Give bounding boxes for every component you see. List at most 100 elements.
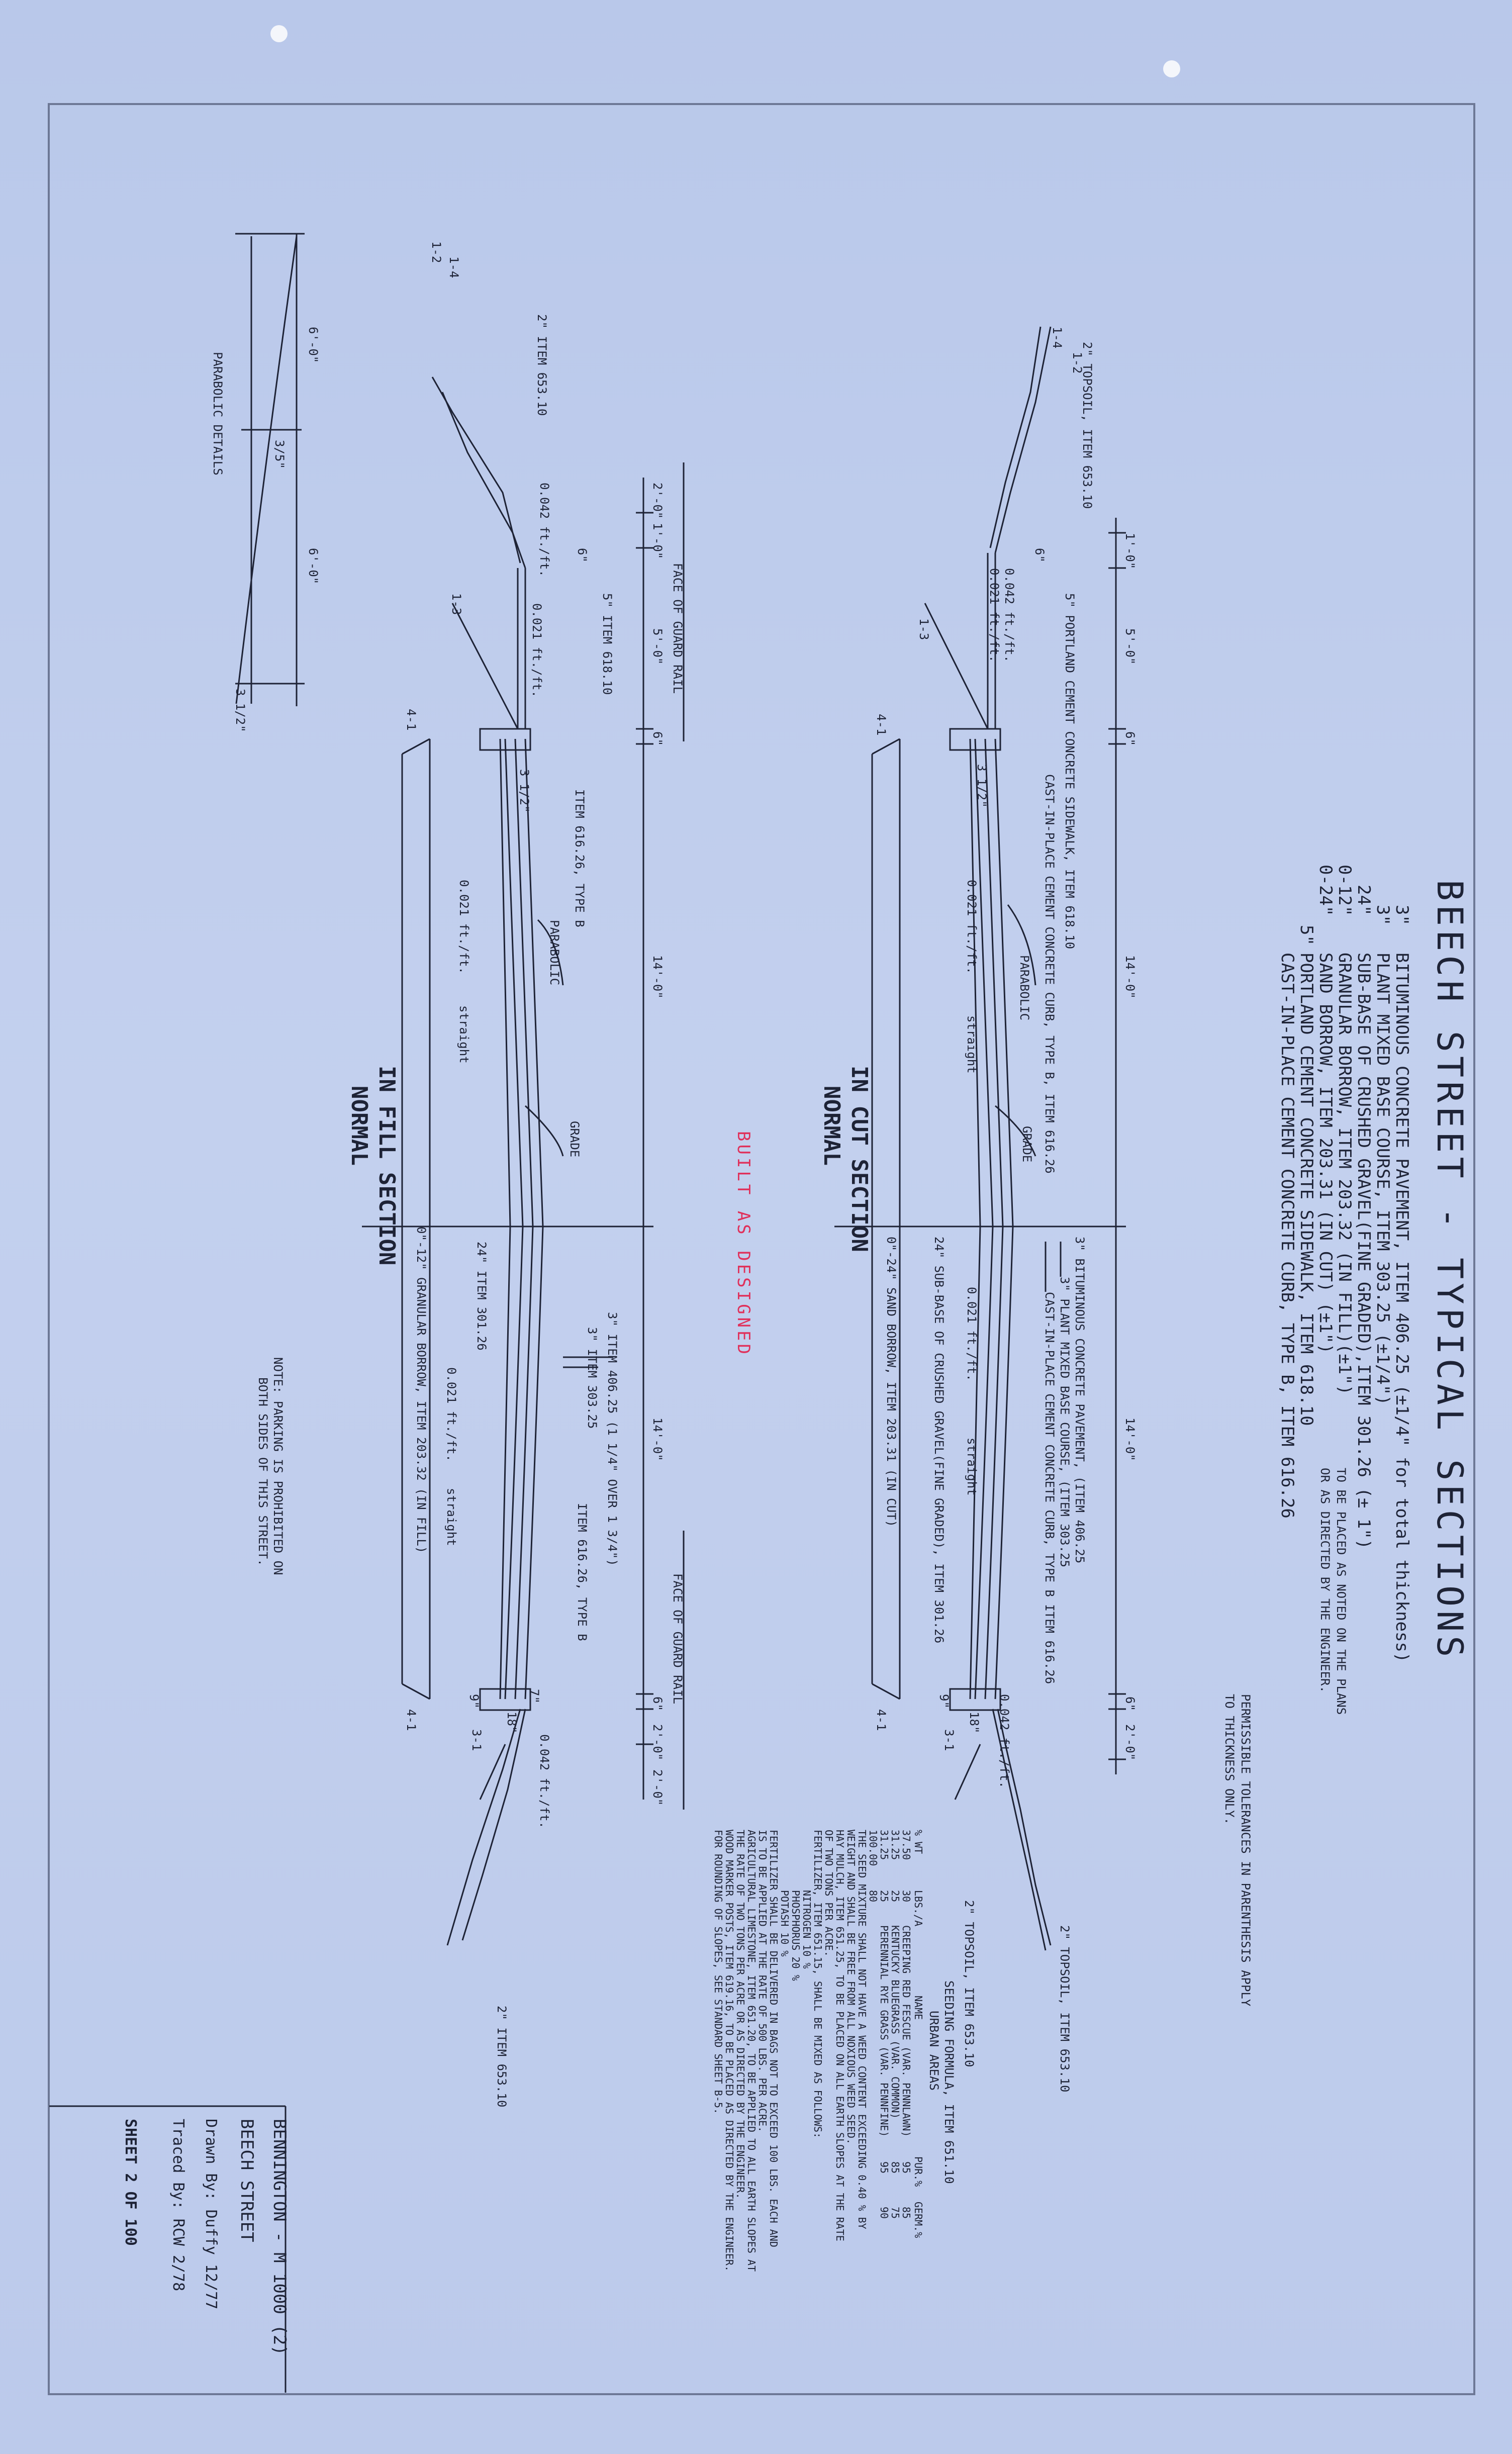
material-text-0: BITUMINOUS CONCRETE PAVEMENT, ITEM 406.2… [1392,953,1412,1662]
material-text-1: PLANT MIXED BASE COURSE, ITEM 303.25 (±1… [1373,953,1393,1405]
seeding-formula: 2" TOPSOIL, ITEM 653.10 SEEDING FORMULA,… [712,1830,976,2272]
cut-subbase-label: 24" SUB-BASE OF CRUSHED GRAVEL(FINE GRAD… [932,1237,946,1643]
fill-dim-2: 6" [575,548,589,562]
cut-dim-4: 14'-0" [1123,955,1137,999]
seeding-r0c0: 37.50 [900,1830,912,1860]
built-as-designed-stamp: BUILT AS DESIGNED [733,1131,753,1357]
cut-slope-left: 0.021 ft./ft. [965,880,979,974]
title-heading-group: BEECH STREET - TYPICAL SECTIONS [1429,880,1470,1661]
seeding-title: SEEDING FORMULA, ITEM 651.10 [942,1980,956,2184]
punch-hole-right [1163,60,1180,77]
seeding-r1c2: KENTUCKY BLUEGRASS (VAR. COMMON) [889,1925,901,2119]
tb-sheet: SHEET 2 OF 100 [122,2119,139,2246]
cut-topsoil-right: 2" TOPSOIL, ITEM 653.10 [1058,1925,1072,2092]
fill-dim-4: 6" [650,731,665,746]
seeding-r0c3: 95 [900,2161,912,2174]
seeding-r1c3: 85 [889,2161,901,2174]
cut-curb-right-label: CAST-IN-PLACE CEMENT CONCRETE CURB, TYPE… [1043,1292,1057,1684]
fill-slope-13: 1-3 [449,593,463,615]
cut-slope-14: 1-4 [1050,327,1064,348]
seeding-p1: WEIGHT AND SHALL BE FREE FROM ALL NOXIOU… [845,1830,857,2144]
seeding-h2: NAME [912,1996,924,2020]
fill-dim-1: 1'-0" [650,523,665,559]
cut-bit-label: 3" BITUMINOUS CONCRETE PAVEMENT, (ITEM 4… [1073,1237,1087,1563]
tb-traced: Traced By: RCW 2/78 [169,2119,187,2291]
parabolic-details-labels: PARABOLIC DETAILS 6'-0" 6'-0" 3/5" 3 1/2… [211,327,320,732]
page-title: BEECH STREET - TYPICAL SECTIONS [1429,880,1470,1661]
cut-section-drawing [834,326,1126,1951]
fill-guard-rail-left: FACE OF GUARD RAIL [671,563,685,694]
fill-section-labels: FACE OF GUARD RAIL FACE OF GUARD RAIL 2"… [256,241,685,2107]
seeding-r2c1: 25 [878,1890,890,1902]
fill-curb-label: ITEM 616.26, TYPE B [573,789,587,927]
seeding-r1c4: 75 [889,2207,901,2219]
seeding-r2c0: 31.25 [878,1830,890,1860]
cut-slope-41: 4-1 [874,714,888,735]
fill-straight-right: straight [444,1488,458,1546]
seeding-r2c2: PERENNIAL RYE GRASS (VAR. PENNFINE) [878,1925,890,2137]
fill-section-title: NORMAL IN FILL SECTION [346,1066,400,1265]
fill-section-drawing [362,376,685,1946]
fill-slope-41b: 4-1 [404,1709,418,1731]
cut-sidewalk-label: 5" PORTLAND CEMENT CONCRETE SIDEWALK, IT… [1063,593,1077,949]
seeding-r0c2: CREEPING RED FESCUE (VAR. PENNLAWN) [900,1925,912,2137]
fill-granular-label: 0"-12" GRANULAR BORROW, ITEM 203.32 (IN … [414,1226,428,1553]
seeding-p9: IS TO BE APPLIED AT THE RATE OF 500 LBS.… [757,1830,769,2132]
cut-curb-label: CAST-IN-PLACE CEMENT CONCRETE CURB, TYPE… [1043,774,1057,1174]
seeding-h3: PUR.% [912,2156,924,2187]
fill-dim-0: 2'-0" [650,483,665,519]
fill-grade-label: GRADE [568,1121,582,1157]
seeding-p10: AGRICULTURAL LIMESTONE, ITEM 651.20, TO … [745,1830,758,2272]
seeding-p4: FERTILIZER, ITEM 651.15, SHALL BE MIXED … [812,1830,824,2138]
fill-walk-slope-2: 0.021 ft./ft. [530,603,544,698]
fill-subbase-label: 24" ITEM 301.26 [475,1242,489,1351]
seeding-p2: HAY MULCH, ITEM 651.25, TO BE PLACED ON … [834,1830,846,2241]
seeding-r2c4: 90 [878,2207,890,2219]
materials-list: 3" BITUMINOUS CONCRETE PAVEMENT, ITEM 40… [1277,865,1412,1715]
tb-drawn: Drawn By: Duffy 12/77 [202,2119,220,2309]
cut-parabolic-label: PARABOLIC [1017,955,1031,1020]
tolerance-note: PERMISSIBLE TOLERANCES IN PARENTHESIS AP… [1222,1694,1253,2007]
fill-topsoil-right: 2" ITEM 653.10 [495,2006,509,2107]
seeding-r3c0: 100.00 [867,1830,879,1866]
seeding-r2c3: 95 [878,2161,890,2174]
material-thk-1: 3" [1373,905,1393,925]
cut-slope-13: 1-3 [917,618,931,640]
cut-dim-5: 14'-0" [1123,1418,1137,1461]
cut-walk-slope-1: 0.042 ft./ft. [1002,568,1016,663]
cut-title-2: IN CUT SECTION [846,1066,872,1252]
fill-topsoil-label: 2" ITEM 653.10 [535,314,549,416]
cut-dim-0: 1'-0" [1123,533,1137,569]
cut-straight-left: straight [965,1015,979,1074]
cut-title-1: NORMAL [819,1086,844,1166]
cut-dim-9: 18" [967,1712,981,1733]
material-text-5: PORTLAND CEMENT CONCRETE SIDEWALK, ITEM … [1296,953,1316,1426]
fill-slope-right: 0.021 ft./ft. [444,1367,458,1462]
fill-rise: 3 1/2" [517,769,531,813]
cut-right-slope: 0.042 ft./ft. [997,1694,1011,1788]
fill-straight-left: straight [457,1005,471,1064]
tb-project: BENNINGTON - M 1000 (2) [269,2119,290,2355]
fill-guard-rail-right: FACE OF GUARD RAIL [671,1573,685,1704]
sheet-border [48,103,1475,2395]
cut-section-title: NORMAL IN CUT SECTION [819,1066,872,1252]
seeding-h1: LBS./A [912,1890,924,1926]
cut-dim-2: 5'-0" [1123,628,1137,665]
cut-straight-right: straight [965,1438,979,1496]
cut-dim-1: 6" [1032,548,1047,562]
fill-right-slope: 0.042 ft./ft. [537,1734,551,1829]
cut-sand-label: 0"-24" SAND BORROW, ITEM 203.31 (IN CUT) [884,1237,898,1527]
material-thk-2: 24" [1354,885,1374,915]
cut-dim-7: 2'-0" [1123,1724,1137,1760]
cut-slope-12: 1-2 [1070,352,1084,373]
seeding-subtitle: URBAN AREAS [927,2011,941,2091]
fill-title-1: NORMAL [346,1086,372,1166]
cut-dim-6: 6" [1123,1696,1137,1711]
seeding-p12: WOOD MARKER POSTS, ITEM 619.16, TO BE PL… [723,1830,735,2272]
cut-section-labels: 2" TOPSOIL, ITEM 653.10 5" PORTLAND CEME… [874,327,1137,2092]
material-text-4: SAND BORROW, ITEM 203.31 (IN CUT) (±1") [1315,953,1336,1354]
fill-slope-left: 0.021 ft./ft. [457,880,471,974]
material-text-3: GRANULAR BORROW, ITEM 203.32 (IN FILL)(±… [1335,953,1355,1395]
seeding-p13: FOR ROUNDING OF SLOPES, SEE STANDARD SHE… [712,1830,724,2114]
fill-bit-label: 3" ITEM 406.25 (1 1/4" OVER 1 3/4") [605,1312,619,1566]
